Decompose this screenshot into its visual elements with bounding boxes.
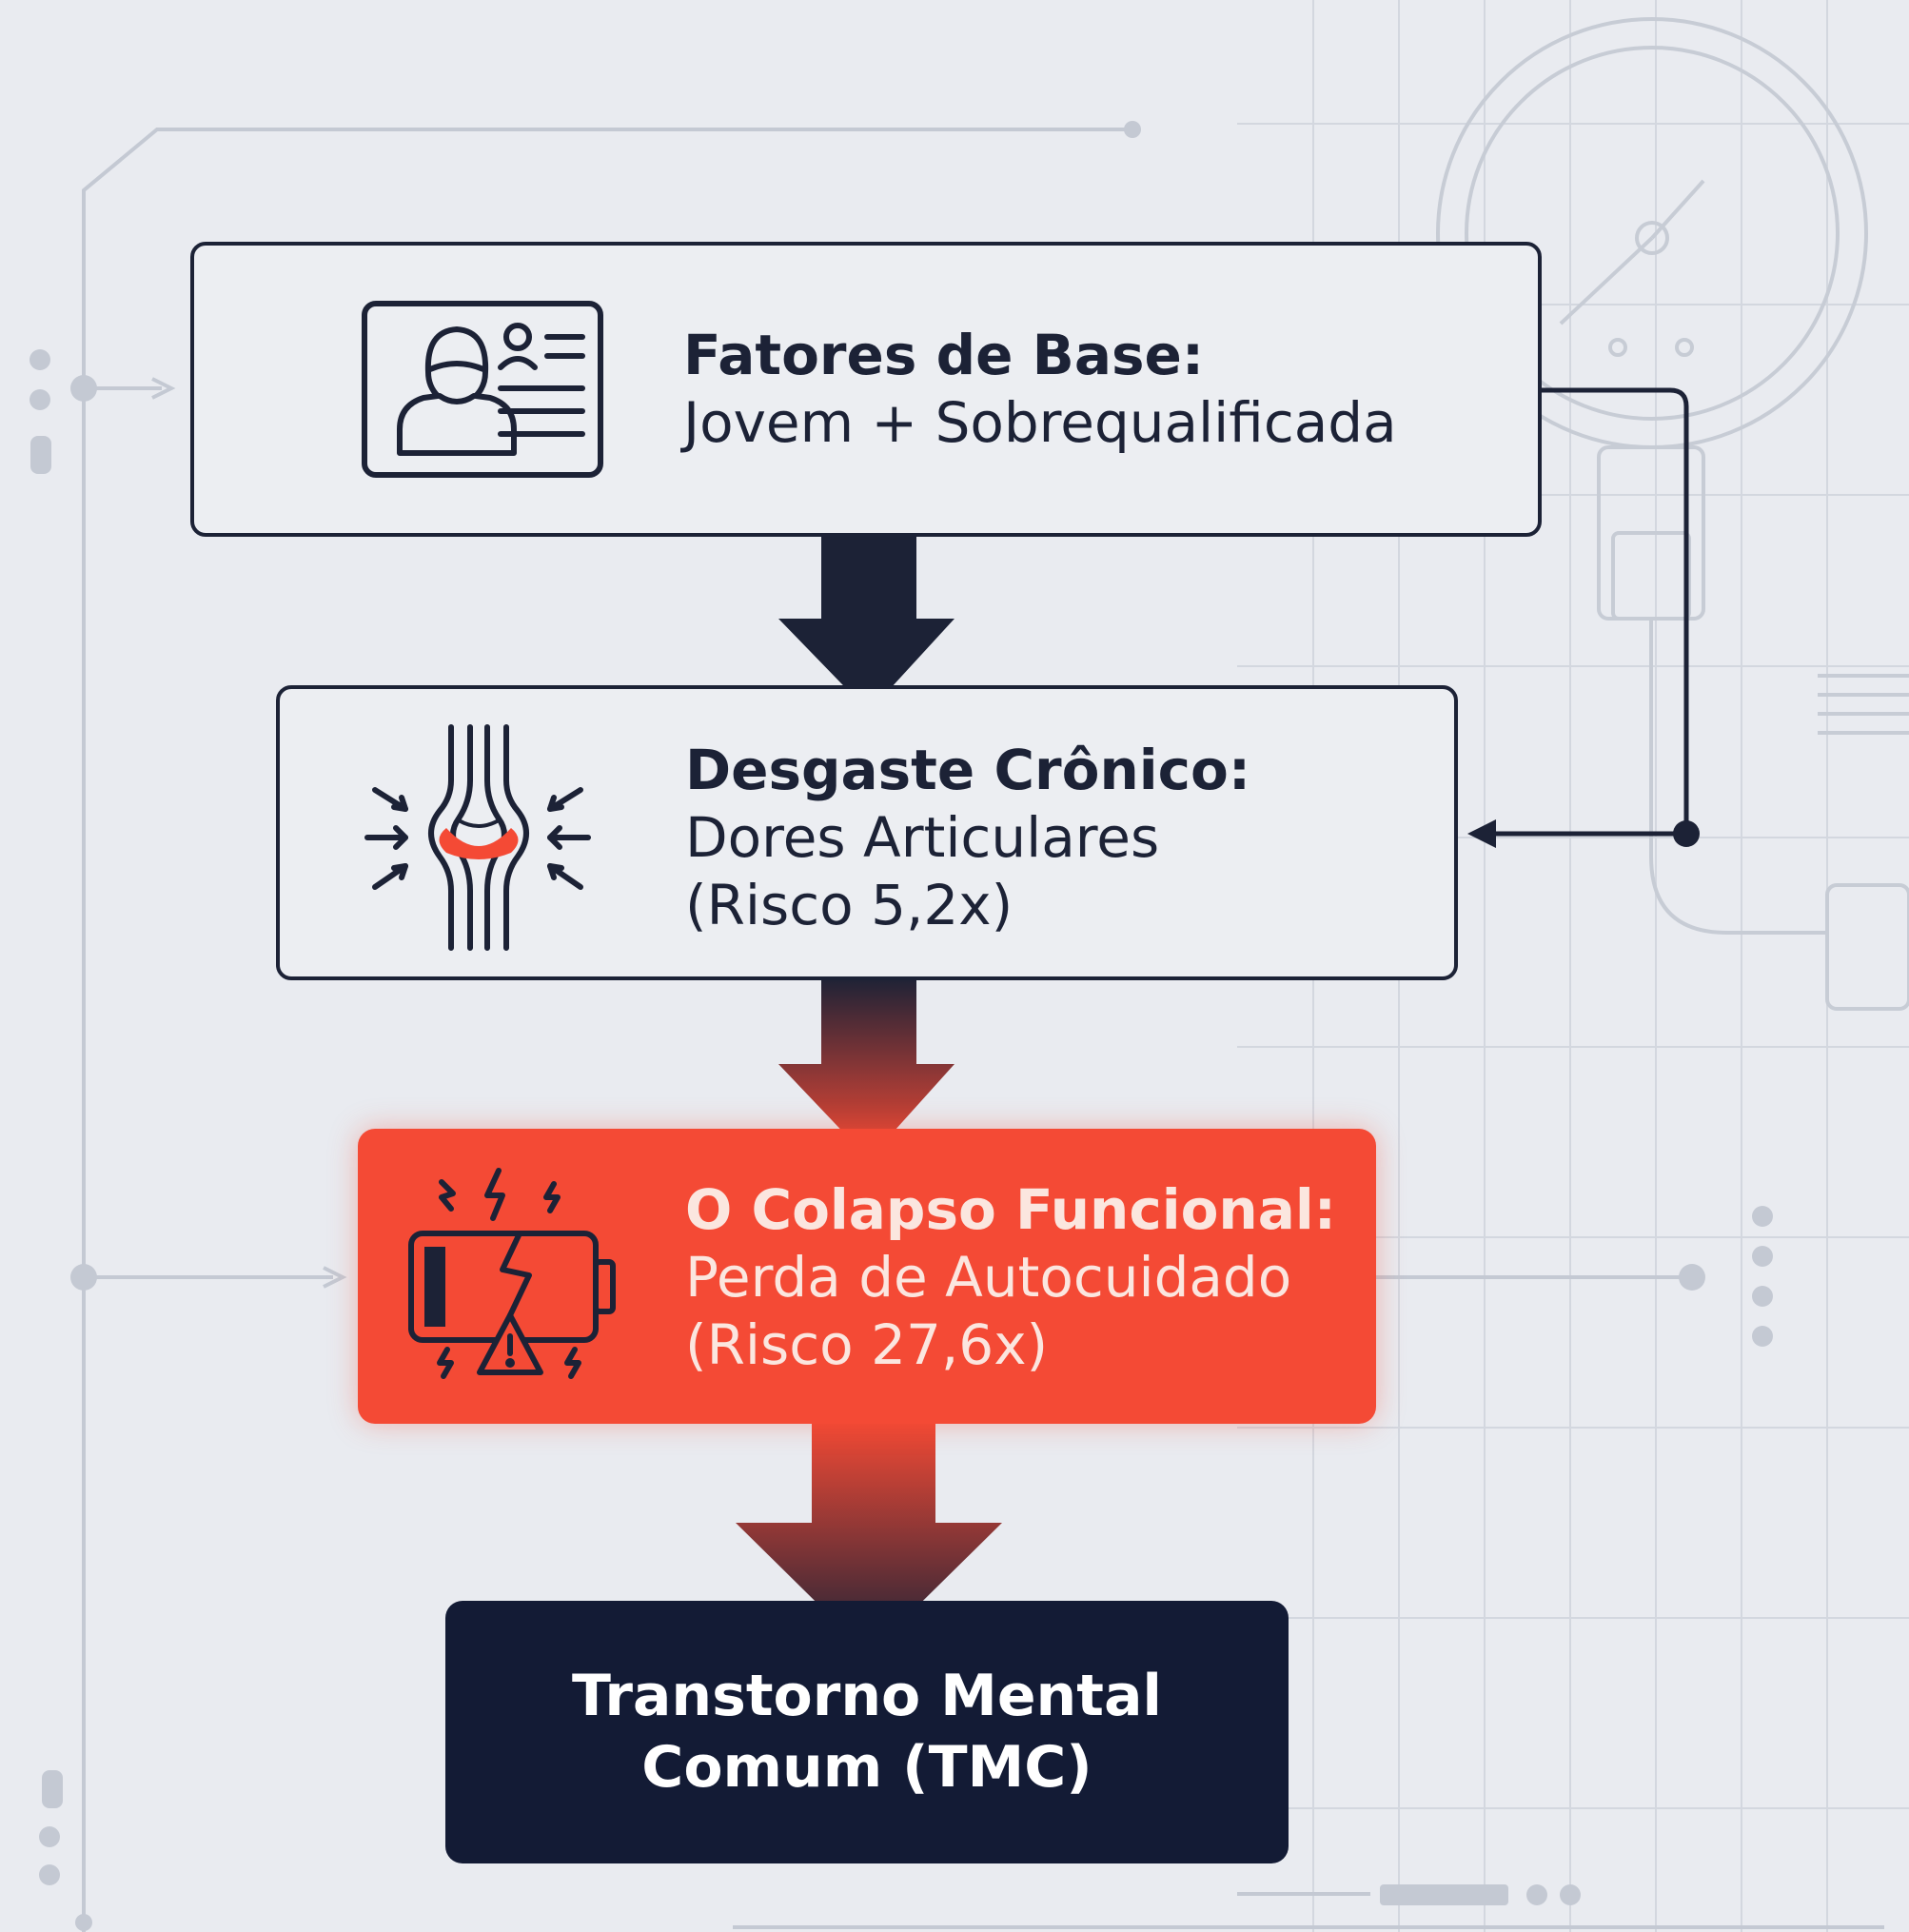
feedback-connector [1485, 387, 1689, 837]
step-title: Desgaste Crônico: [685, 738, 1251, 802]
step-description: Perda de Autocuidado [685, 1244, 1292, 1310]
id-card-icon [362, 301, 603, 482]
outcome-line: Transtorno Mental [571, 1663, 1162, 1729]
arrow-head-left [1467, 819, 1496, 848]
risk-value: (Risco 27,6x) [685, 1311, 1049, 1377]
step-description: Jovem + Sobrequalificada [683, 389, 1397, 455]
step-outcome: Transtorno Mental Comum (TMC) [445, 1601, 1289, 1863]
step-chronic-wear: Desgaste Crônico: Dores Articulares (Ris… [276, 685, 1458, 980]
flow-arrow-2 [778, 976, 954, 1159]
broken-battery-warning-icon [403, 1163, 622, 1395]
flow-arrow-3 [736, 1420, 1002, 1654]
joint-pain-icon [356, 723, 600, 956]
flow-arrow-1 [778, 533, 954, 712]
risk-value: (Risco 5,2x) [685, 872, 1014, 937]
step-base-factors: Fatores de Base: Jovem + Sobrequalificad… [190, 242, 1542, 537]
pressure-gauge-icon [1436, 17, 1909, 1011]
step-title: O Colapso Funcional: [685, 1177, 1336, 1242]
step-title: Fatores de Base: [683, 323, 1205, 387]
outcome-line: Comum (TMC) [641, 1734, 1092, 1801]
step-functional-collapse: O Colapso Funcional: Perda de Autocuidad… [358, 1129, 1376, 1424]
step-description: Dores Articulares [685, 804, 1160, 870]
